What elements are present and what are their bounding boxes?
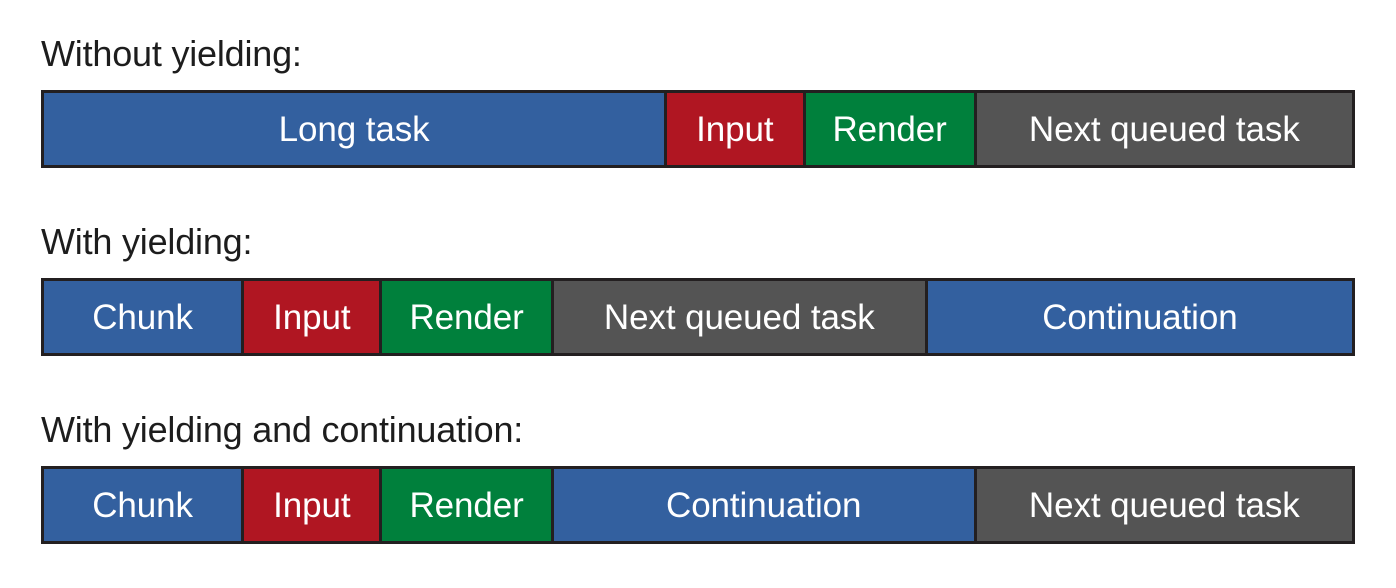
- timeline-segment: Next queued task: [976, 93, 1352, 165]
- timeline-bar-with-yielding: Chunk Input Render Next queued task Continua…: [41, 278, 1355, 356]
- timeline-segment-label: Long task: [278, 109, 430, 149]
- timeline-segment: Continuation: [927, 281, 1352, 353]
- timeline-segment-label: Render: [409, 485, 524, 525]
- timeline-segment: Chunk: [44, 469, 245, 541]
- timeline-row-with-yielding-and-continuation: With yielding and continuation: Chunk Inp…: [41, 408, 1355, 544]
- timeline-segment-label: Chunk: [92, 297, 193, 337]
- timeline-segment: Input: [244, 469, 383, 541]
- timeline-segment: Continuation: [553, 469, 977, 541]
- timeline-segment-label: Next queued task: [1028, 485, 1300, 525]
- timeline-segment: Next queued task: [976, 469, 1352, 541]
- timeline-segment: Render: [382, 469, 554, 541]
- timeline-bar-with-yielding-and-continuation: Chunk Input Render Continuation Next queued …: [41, 466, 1355, 544]
- timeline-row-with-yielding: With yielding: Chunk Input Render Next queu…: [41, 220, 1355, 356]
- timeline-segment-label: Render: [832, 109, 947, 149]
- timeline-segment-label: Chunk: [92, 485, 193, 525]
- timeline-segment-label: Input: [273, 297, 351, 337]
- timeline-bar-without-yielding: Long task Input Render Next queued task: [41, 90, 1355, 168]
- timeline-segment: Input: [244, 281, 383, 353]
- timeline-segment: Next queued task: [553, 281, 928, 353]
- timeline-segment-label: Next queued task: [603, 297, 875, 337]
- timeline-segment-label: Render: [409, 297, 524, 337]
- timeline-segment-label: Next queued task: [1028, 109, 1300, 149]
- timeline-segment: Render: [382, 281, 554, 353]
- row-caption-without-yielding: Without yielding:: [41, 33, 302, 74]
- timeline-segment-label: Continuation: [666, 485, 862, 525]
- row-caption-with-yielding: With yielding:: [41, 221, 253, 262]
- timeline-segment-label: Input: [696, 109, 774, 149]
- timeline-row-without-yielding: Without yielding: Long task Input Render Ne…: [41, 32, 1355, 168]
- timeline-segment: Chunk: [44, 281, 245, 353]
- timeline-segment: Long task: [44, 93, 668, 165]
- timeline-segment: Render: [805, 93, 977, 165]
- timeline-segment-label: Continuation: [1042, 297, 1238, 337]
- timeline-segment: Input: [667, 93, 806, 165]
- timeline-segment-label: Input: [273, 485, 351, 525]
- row-caption-with-yielding-and-continuation: With yielding and continuation:: [41, 409, 524, 450]
